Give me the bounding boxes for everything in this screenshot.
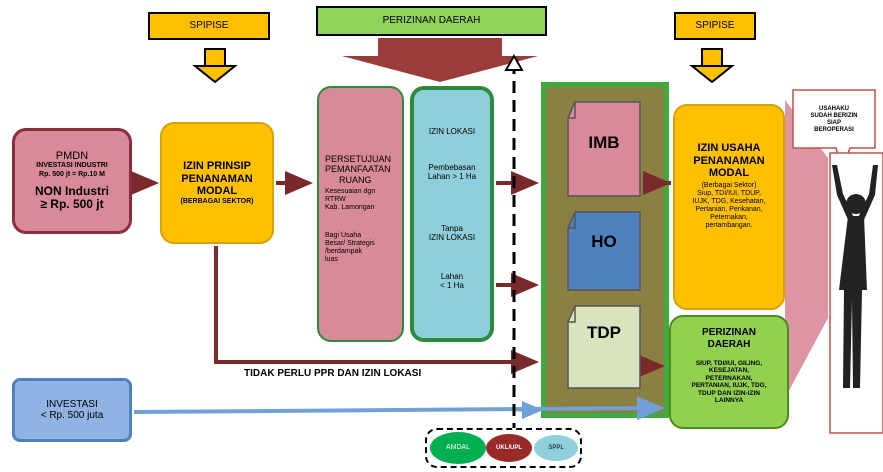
perizinan-daerah-sub3: PETERNAKAN, [705, 374, 753, 382]
perizinan-daerah-banner: PERIZINAN DAERAH [316, 6, 547, 36]
down-arrow-left [192, 48, 238, 84]
izin-lokasi-tanpa-2: IZIN LOKASI [428, 233, 476, 242]
investasi-line2: < Rp. 500 juta [40, 410, 104, 421]
izin-usaha-sub3: IUJK, TDG, Kesehatan, [692, 198, 766, 206]
persetujuan-bagi4: luas [325, 256, 338, 264]
izin-lokasi-pembebasan-area: Pembebasan Lahan > 1 Ha [412, 152, 492, 192]
pmdn-non-industri: NON Industri [35, 183, 109, 198]
izin-usaha-line1: IZIN USAHA [697, 142, 761, 154]
persetujuan-line3: RUANG [339, 174, 372, 185]
investasi-line1: INVESTASI [46, 398, 98, 410]
perizinan-daerah-sub5: TDUP DAN IZIN-IZIN [698, 389, 760, 397]
pmdn-line2: Rp. 500 jt = Rp.10 M [39, 170, 105, 178]
perizinan-daerah-sub2: KESEJATAN, [708, 367, 750, 375]
izin-lokasi-lahan-2: < 1 Ha [440, 281, 464, 290]
big-pink-arrow [785, 100, 828, 398]
doc-ho-label: HO [591, 232, 617, 252]
izin-prinsip-sub: (BERBAGAI SEKTOR) [180, 197, 254, 205]
perizinan-daerah-box: PERIZINAN DAERAH SIUP, TDI/IUI, GILING, … [669, 315, 789, 429]
spipise-left-label: SPIPISE [189, 20, 229, 32]
investasi-box: INVESTASI < Rp. 500 juta [12, 378, 132, 442]
doc-ho-shape [567, 211, 641, 291]
izin-usaha-sub5: Peternakan, [710, 214, 748, 222]
doc-imb: IMB [568, 118, 640, 168]
persetujuan-bagi1: Bagi Usaha [325, 232, 362, 240]
spipise-right-label: SPIPISE [695, 20, 735, 32]
perizinan-daerah-label: PERIZINAN DAERAH [382, 15, 481, 27]
sppl-label: SPPL [548, 444, 564, 451]
izin-lokasi-pembebasan-1: Pembebasan [428, 162, 476, 172]
doc-tdp-label: TDP [587, 323, 621, 343]
izin-prinsip-box: IZIN PRINSIP PENANAMAN MODAL (BERBAGAI S… [160, 122, 274, 244]
pmdn-line1: INVESTASI INDUSTRI [36, 162, 108, 170]
perizinan-daerah-line1: PERIZINAN [702, 327, 756, 338]
izin-usaha-sub6: pertambangan. [705, 222, 753, 230]
doc-tdp-shape [567, 305, 641, 389]
doc-imb-label: IMB [588, 133, 620, 153]
doc-imb-shape [567, 101, 641, 197]
izin-prinsip-line1: IZIN PRINSIP [183, 160, 251, 173]
izin-usaha-line3: MODAL [708, 167, 750, 180]
speech-line3: SIAP [826, 120, 841, 126]
izin-prinsip-line2: PENANAMAN [181, 172, 253, 185]
ukl-ellipse: UKL/UPL [486, 434, 532, 462]
persetujuan-bagi2: Besar/ Strategis [325, 240, 375, 248]
izin-usaha-sub2: Siup, TDI/IUI, TDUP, [697, 189, 761, 197]
persetujuan-sub1: Kesesuaian dgn [325, 188, 376, 196]
izin-lokasi-pembebasan-2: Lahan > 1 Ha [427, 172, 477, 181]
izin-lokasi-box [410, 86, 494, 342]
down-arrow-right [689, 48, 735, 84]
izin-lokasi-title-area: IZIN LOKASI [412, 118, 492, 146]
persetujuan-sub3: Kab. Lamongan [325, 204, 375, 212]
izin-lokasi-lahan-area: Lahan < 1 Ha [412, 260, 492, 302]
doc-ho: HO [568, 220, 640, 264]
izin-usaha-line2: PENANAMAN [693, 154, 765, 167]
sppl-ellipse: SPPL [534, 435, 578, 461]
spipise-right-banner: SPIPISE [674, 12, 756, 40]
perizinan-daerah-sub6: LAINNYA [714, 397, 744, 405]
pmdn-non-value: ≥ Rp. 500 jt [40, 197, 104, 212]
izin-prinsip-line3: MODAL [196, 185, 238, 198]
izin-usaha-sub4: Pertanian, Perikanan, [695, 206, 763, 214]
pmdn-box: PMDN INVESTASI INDUSTRI Rp. 500 jt = Rp.… [12, 128, 132, 234]
persetujuan-sub2: RTRW [325, 196, 346, 204]
izin-usaha-sub1: (Berbagai Sektor) [701, 181, 757, 189]
perizinan-daerah-line2: DAERAH [707, 338, 751, 350]
doc-tdp: TDP [568, 310, 640, 356]
perizinan-daerah-sub1: SIUP, TDI/IUI, GILING, [695, 360, 763, 367]
ukl-label: UKL/UPL [496, 444, 522, 451]
izin-usaha-box: IZIN USAHA PENANAMAN MODAL (Berbagai Sek… [673, 104, 785, 310]
pmdn-title: PMDN [55, 149, 89, 162]
izin-lokasi-tanpa-area: Tanpa IZIN LOKASI [412, 212, 492, 254]
izin-lokasi-tanpa-1: Tanpa [441, 223, 463, 233]
speech-line4: BEROPERASI [814, 126, 854, 133]
maroon-down-arrow [342, 38, 538, 82]
persetujuan-line2: PEMANFAATAN [325, 164, 391, 175]
persetujuan-box: PERSETUJUAN PEMANFAATAN RUANG Kesesuaian… [317, 86, 404, 342]
tidak-perlu-label: TIDAK PERLU PPR DAN IZIN LOKASI [244, 368, 422, 379]
perizinan-daerah-sub4: PERTANIAN, IUJK, TDG, [691, 382, 767, 390]
persetujuan-line1: PERSETUJUAN [325, 154, 392, 164]
speech-text: USAHAKU SUDAH BERIZIN SIAP BEROPERASI [795, 96, 873, 144]
persetujuan-bagi3: /berdampak [325, 248, 362, 256]
speech-line2: SUDAH BERIZIN [810, 113, 858, 120]
speech-line1: USAHAKU [819, 106, 849, 113]
izin-lokasi-lahan-1: Lahan [440, 271, 464, 281]
amdal-ellipse: AMDAL [430, 432, 486, 464]
izin-lokasi-title: IZIN LOKASI [428, 127, 476, 137]
spipise-left-banner: SPIPISE [148, 12, 270, 40]
person-silhouette [832, 165, 878, 388]
amdal-label: AMDAL [445, 443, 471, 451]
